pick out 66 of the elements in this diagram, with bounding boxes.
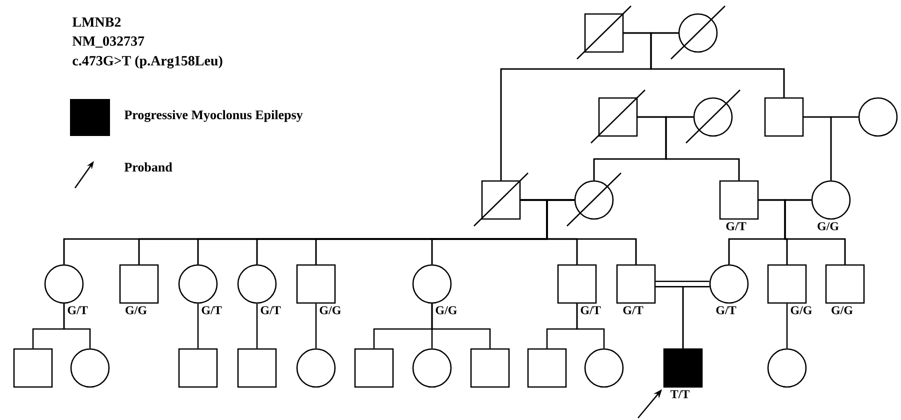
descent-line	[197, 304, 199, 348]
genotype-label: G/T	[726, 222, 746, 230]
legend-label: Progressive Myoclonus Epilepsy	[124, 110, 303, 122]
gene-label: NM_032737	[72, 36, 144, 48]
genotype-label: G/G	[818, 222, 839, 230]
legend-label: Proband	[124, 162, 172, 172]
genotype-label: G/T	[623, 306, 644, 314]
genotype-label: G/T	[202, 306, 222, 314]
male-symbol	[13, 348, 53, 388]
descent-line	[665, 116, 740, 180]
genotype-label: G/G	[436, 306, 457, 314]
descent-line	[256, 304, 258, 348]
male-symbol	[237, 348, 277, 388]
male-symbol	[119, 264, 159, 304]
genotype-label: G/G	[790, 306, 812, 314]
genotype-label: G/T	[260, 306, 281, 314]
male-symbol	[470, 348, 510, 388]
deceased-male-symbol	[474, 172, 528, 226]
affected-male-symbol	[663, 348, 703, 388]
descent-line	[576, 304, 605, 348]
male-symbol	[825, 264, 865, 304]
female-symbol	[858, 97, 898, 137]
genotype-label: G/T	[580, 306, 601, 314]
male-symbol	[296, 264, 336, 304]
descent-line	[682, 286, 710, 348]
male-symbol	[527, 348, 567, 388]
genotype-label: T/T	[670, 390, 690, 398]
descent-line	[315, 304, 317, 348]
female-symbol	[178, 264, 218, 304]
descent-line	[431, 304, 491, 348]
male-symbol	[767, 264, 807, 304]
deceased-male-symbol	[576, 6, 632, 60]
female-symbol	[70, 348, 110, 388]
descent-line	[786, 304, 788, 348]
male-symbol	[719, 180, 759, 220]
genotype-label: G/T	[716, 306, 736, 314]
female-symbol	[811, 180, 851, 220]
female-symbol	[237, 264, 277, 304]
descent-line	[546, 199, 637, 264]
genotype-label: G/T	[68, 306, 88, 314]
male-symbol	[616, 264, 656, 304]
descent-line	[784, 199, 846, 264]
female-symbol	[584, 348, 624, 388]
descent-line	[650, 32, 785, 98]
male-symbol	[354, 348, 394, 388]
female-symbol	[709, 264, 749, 304]
deceased-male-symbol	[590, 90, 646, 144]
male-symbol	[178, 348, 218, 388]
deceased-female-symbol	[670, 6, 726, 60]
deceased-female-symbol	[566, 172, 622, 226]
gene-label: LMNB2	[72, 17, 121, 27]
descent-line	[830, 116, 858, 180]
genotype-label: G/G	[832, 306, 853, 314]
male-symbol	[764, 97, 804, 137]
genotype-label: G/G	[320, 306, 341, 314]
gene-label: c.473G>T (p.Arg158Leu)	[72, 56, 222, 68]
female-symbol	[767, 348, 807, 388]
female-symbol	[412, 348, 452, 388]
consanguineous-mating-line	[656, 280, 710, 288]
descent-line	[63, 304, 91, 348]
male-symbol	[557, 264, 597, 304]
female-symbol	[412, 264, 452, 304]
female-symbol	[296, 348, 336, 388]
deceased-female-symbol	[686, 90, 740, 144]
genotype-label: G/G	[126, 306, 147, 314]
female-symbol	[44, 264, 84, 304]
